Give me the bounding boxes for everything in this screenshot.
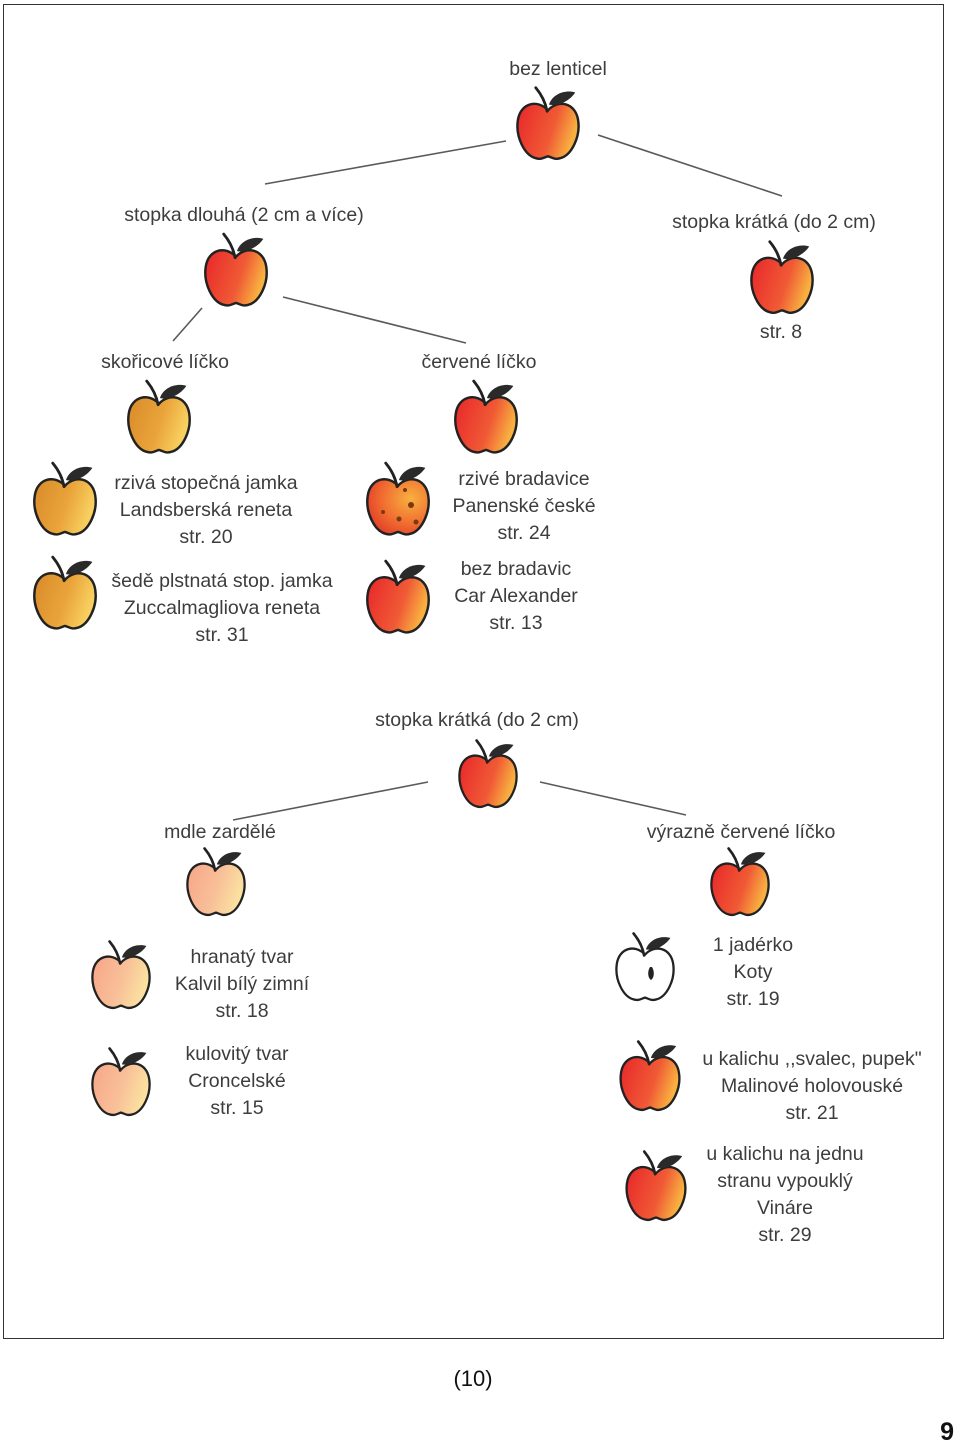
red-apple-icon [365, 559, 431, 634]
connector-long-red [282, 296, 467, 344]
diagram-frame [3, 4, 944, 1339]
node-short-stalk-page: str. 8 [759, 321, 803, 343]
leaf-landsberska: rzivá stopečná jamka Landsberská reneta … [114, 472, 298, 548]
white-apple-icon [615, 932, 675, 1002]
red-apple-icon [750, 240, 814, 315]
node-red-cheek-label: červené líčko [421, 351, 537, 373]
connector-short-vivid [539, 781, 687, 816]
leaf-croncelske: kulovitý tvar Croncelské str. 15 [185, 1043, 289, 1119]
node-root-label: bez lenticel [509, 58, 607, 80]
connector-root-short [597, 134, 783, 197]
leaf-vinare: u kalichu na jednu stranu vypouklý Vinár… [706, 1143, 864, 1246]
page-number: 9 [940, 1418, 954, 1446]
red-apple-icon [516, 86, 580, 161]
red-apple-icon [203, 232, 269, 307]
node-short-stalk-2-label: stopka krátká (do 2 cm) [375, 709, 579, 731]
russet-apple-icon [365, 461, 431, 536]
leaf-panenske: rzivé bradavice Panenské české str. 24 [452, 468, 596, 544]
cinnamon-apple-icon [32, 555, 98, 630]
cinnamon-apple-icon [126, 379, 192, 454]
node-long-stalk-label: stopka dlouhá (2 cm a více) [124, 204, 364, 226]
red-apple-icon [619, 1040, 681, 1112]
leaf-malinove: u kalichu ,,svalec, pupek" Malinové holo… [702, 1048, 922, 1124]
leaf-zuccalmaglio: šedě plstnatá stop. jamka Zuccalmagliova… [111, 570, 333, 646]
pale-apple-icon [91, 940, 151, 1010]
connector-root-long [264, 140, 507, 185]
connector-lines [172, 134, 783, 821]
leaf-car-alexander: bez bradavic Car Alexander str. 13 [454, 558, 578, 634]
red-apple-icon [625, 1150, 687, 1222]
connector-short-pale [232, 781, 429, 821]
red-apple-icon [710, 847, 770, 917]
connector-long-cinnamon [172, 307, 203, 342]
leaf-kalvil: hranatý tvar Kalvil bílý zimní str. 18 [174, 946, 310, 1022]
node-cinnamon-label: skořicové líčko [101, 351, 229, 373]
node-vivid-red-label: výrazně červené líčko [646, 821, 836, 843]
leaf-koty: 1 jadérko Koty str. 19 [712, 934, 794, 1010]
red-apple-icon [453, 379, 519, 454]
cinnamon-apple-icon [32, 461, 98, 536]
red-apple-icon [458, 739, 518, 809]
node-pale-label: mdle zardělé [164, 821, 276, 843]
figure-caption: (10) [453, 1366, 493, 1391]
pale-apple-icon [91, 1047, 151, 1117]
pale-apple-icon [186, 847, 246, 917]
node-short-stalk-label: stopka krátká (do 2 cm) [672, 211, 876, 233]
